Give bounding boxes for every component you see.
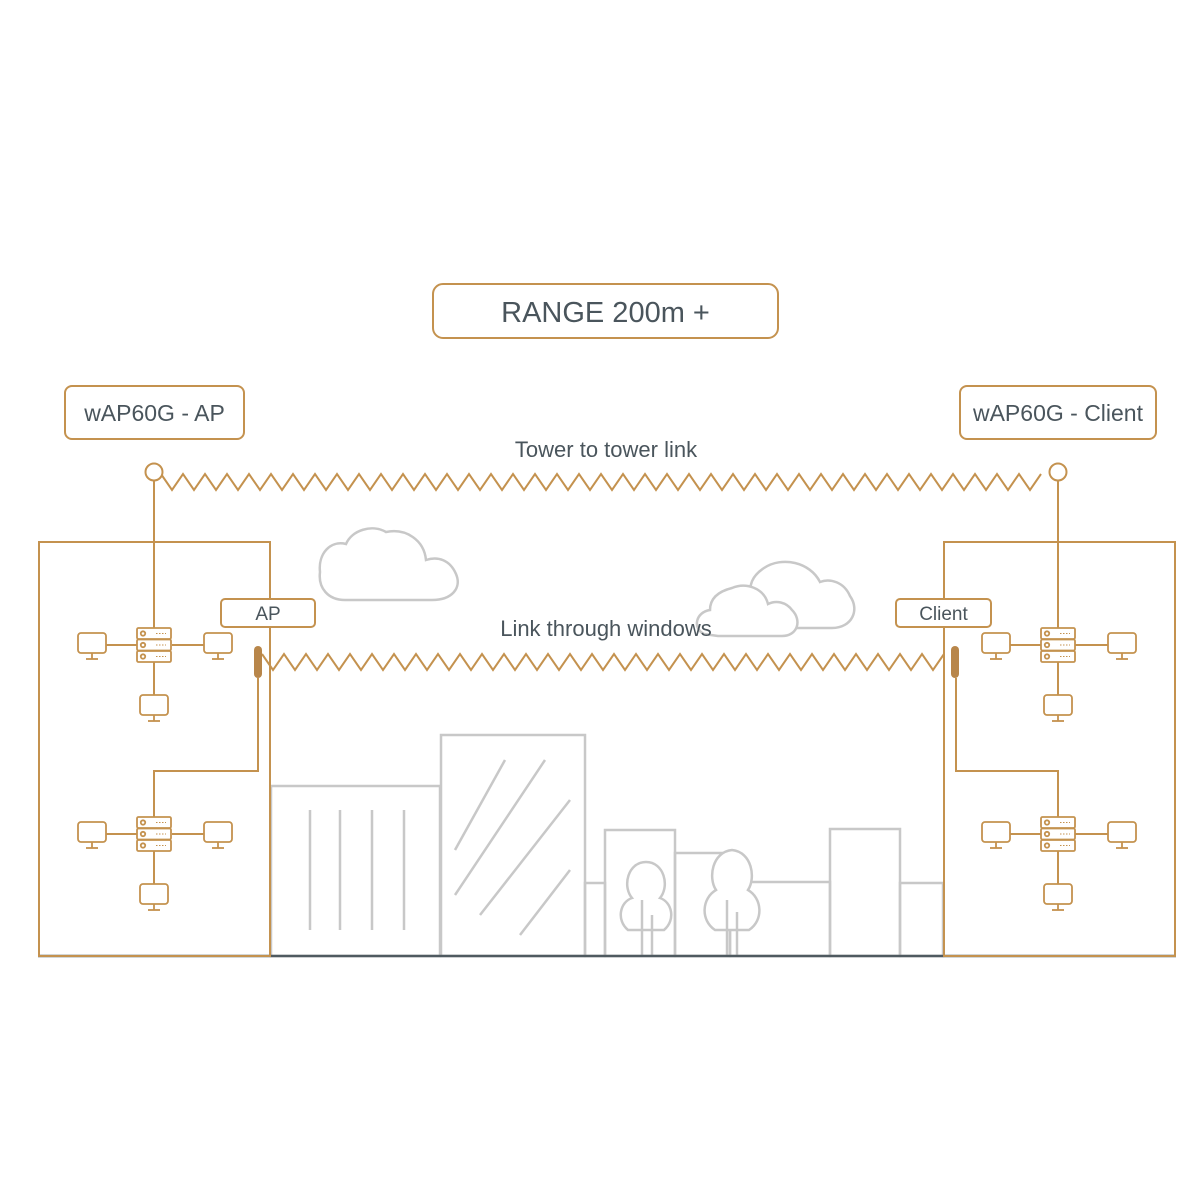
left-antenna-node — [144, 462, 164, 482]
monitor-icon — [139, 883, 169, 911]
tree-right — [703, 848, 761, 956]
switch-icon — [1040, 627, 1076, 663]
switch-icon — [1040, 816, 1076, 852]
left-tower-label-box: wAP60G - AP — [64, 385, 245, 440]
monitor-icon — [1043, 694, 1073, 722]
window-link-zigzag — [261, 652, 945, 672]
tower-link-label: Tower to tower link — [515, 437, 698, 462]
monitor-icon — [1107, 632, 1137, 660]
tower-link-zigzag — [160, 472, 1042, 492]
right-antenna-node — [1048, 462, 1068, 482]
monitor-icon — [981, 821, 1011, 849]
switch-icon — [136, 816, 172, 852]
cloud-left — [318, 527, 459, 602]
right-tower-label: wAP60G - Client — [972, 400, 1144, 426]
monitor-icon — [203, 821, 233, 849]
monitor-icon — [77, 632, 107, 660]
building-low-left — [583, 881, 607, 958]
tree-left — [619, 860, 673, 956]
monitor-icon — [1043, 883, 1073, 911]
switch-icon — [136, 627, 172, 663]
right-tower — [943, 481, 1176, 957]
building-striped — [269, 784, 442, 958]
building-low-edge — [898, 881, 945, 958]
window-link — [254, 646, 959, 678]
range-box: RANGE 200m + — [432, 283, 779, 339]
left-window-antenna — [254, 646, 262, 678]
left-tower-label: wAP60G - AP — [83, 400, 225, 426]
right-tower-label-box: wAP60G - Client — [959, 385, 1157, 440]
monitor-icon — [1107, 821, 1137, 849]
window-link-label: Link through windows — [500, 616, 712, 641]
building-right — [828, 827, 902, 958]
monitor-icon — [203, 632, 233, 660]
right-tower-outline — [943, 541, 1176, 957]
network-devices — [77, 627, 1137, 911]
monitor-icon — [77, 821, 107, 849]
building-glass — [439, 733, 587, 958]
cloud-right-front — [695, 584, 799, 638]
city-skyline — [269, 527, 945, 958]
left-tower — [38, 481, 271, 957]
monitor-icon — [981, 632, 1011, 660]
client-window-label-box: Client — [895, 598, 992, 628]
client-window-label: Client — [919, 604, 968, 625]
tower-link — [144, 462, 1068, 492]
ap-window-label: AP — [255, 604, 280, 625]
ap-window-label-box: AP — [220, 598, 316, 628]
right-window-antenna — [951, 646, 959, 678]
monitor-icon — [139, 694, 169, 722]
range-text: RANGE 200m + — [501, 297, 710, 329]
